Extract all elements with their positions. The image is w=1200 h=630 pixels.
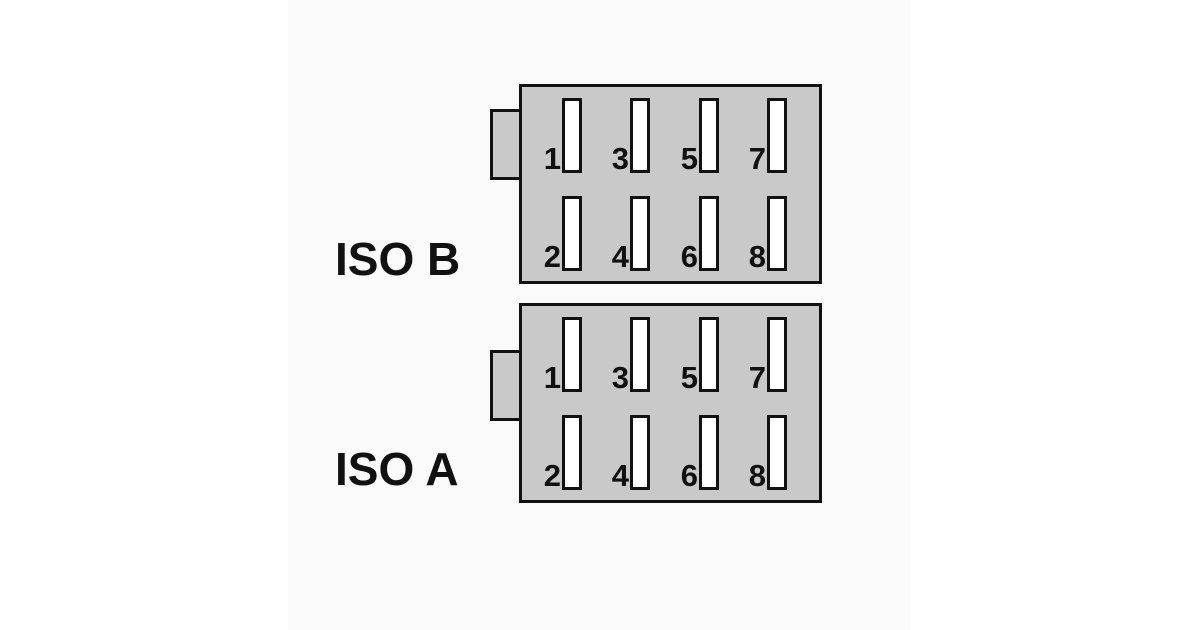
pin-number: 3 <box>611 360 629 395</box>
pin-number: 6 <box>680 458 698 493</box>
pin-number: 6 <box>680 239 698 274</box>
pin-slot <box>630 317 650 392</box>
pin-number: 7 <box>748 141 766 176</box>
pin-number: 8 <box>748 239 766 274</box>
pin-number: 2 <box>543 458 561 493</box>
pin-number: 7 <box>748 360 766 395</box>
pin-slot <box>630 98 650 173</box>
pin-slot <box>630 196 650 271</box>
pin-number: 8 <box>748 458 766 493</box>
connector-latch-tab <box>490 350 522 421</box>
pin-slot <box>699 98 719 173</box>
pin-slot <box>562 98 582 173</box>
pin-number: 5 <box>680 360 698 395</box>
pin-slot <box>699 196 719 271</box>
pin-slot <box>699 415 719 490</box>
pin-number: 1 <box>543 360 561 395</box>
pin-number: 5 <box>680 141 698 176</box>
pin-number: 1 <box>543 141 561 176</box>
connector-label: ISO B <box>335 233 461 285</box>
pin-number: 3 <box>611 141 629 176</box>
pin-slot <box>767 415 787 490</box>
pin-slot <box>699 317 719 392</box>
connector-latch-tab <box>490 109 522 180</box>
pin-number: 2 <box>543 239 561 274</box>
pin-slot <box>767 317 787 392</box>
pin-number: 4 <box>611 239 629 274</box>
pin-slot <box>562 317 582 392</box>
pin-slot <box>630 415 650 490</box>
pin-number: 4 <box>611 458 629 493</box>
pin-slot <box>767 196 787 271</box>
connector-label: ISO A <box>335 443 459 495</box>
pin-slot <box>562 196 582 271</box>
pin-slot <box>767 98 787 173</box>
pin-slot <box>562 415 582 490</box>
